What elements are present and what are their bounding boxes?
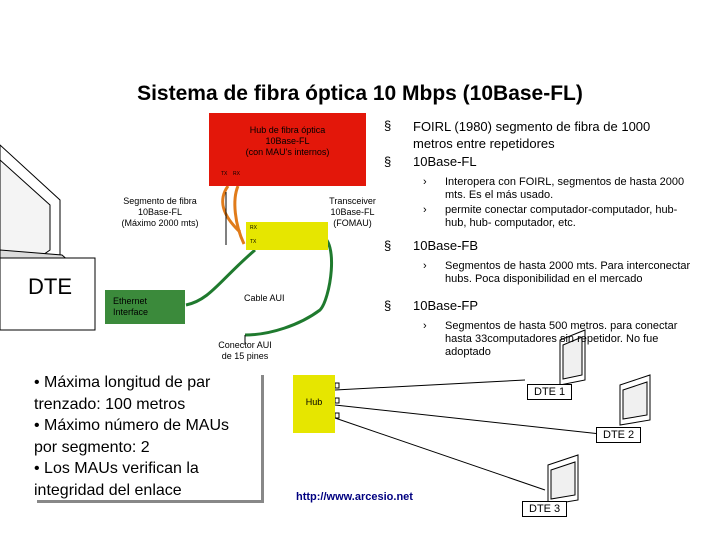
item-text: 10Base-FB xyxy=(413,238,479,253)
dte2-label: DTE 2 xyxy=(596,427,642,443)
connector-label: Conector AUI de 15 pines xyxy=(215,340,275,362)
transceiver-port: TX xyxy=(250,239,257,245)
transceiver-label-line: (FOMAU) xyxy=(333,218,372,228)
connector-label-line: de 15 pines xyxy=(221,351,269,361)
hub-box: Hub xyxy=(293,375,335,433)
transceiver-port: RX xyxy=(250,225,257,231)
link-dte1 xyxy=(334,379,526,391)
item-text: metros entre repetidores xyxy=(413,136,555,151)
page-title: Sistema de fibra óptica 10 Mbps (10Base-… xyxy=(137,82,583,105)
transceiver-box: RX TX xyxy=(246,222,328,250)
link-dte3 xyxy=(334,417,546,491)
dte2-monitor-icon xyxy=(619,374,651,426)
section-bullet-icon: § xyxy=(384,238,392,253)
sub-bullet-icon: › xyxy=(423,260,427,272)
segment-label-line: 10Base-FL xyxy=(137,207,183,217)
hub-label-line: 10Base-FL xyxy=(265,136,310,146)
bullet-panel: • Máxima longitud de par trenzado: 100 m… xyxy=(34,372,261,500)
fiber-line-1 xyxy=(221,185,242,234)
segment-label-line: Segmento de fibra xyxy=(123,196,197,206)
ethernet-interface: Ethernet Interface xyxy=(105,290,185,324)
bullet-line: • Los MAUs verifican la xyxy=(34,460,199,477)
dte-label: DTE xyxy=(28,274,72,299)
bullet-line: por segmento: 2 xyxy=(34,438,150,456)
sub-item-text: Segmentos de hasta 500 metros. para cone… xyxy=(445,320,678,332)
hub-label: Hub xyxy=(305,397,323,407)
sub-item-text: hubs. Poca disponibilidad en el mercado xyxy=(445,273,643,285)
dte-case xyxy=(0,257,96,331)
bullet-line: • Máxima longitud de par xyxy=(34,374,211,391)
segment-label-line: (Máximo 2000 mts) xyxy=(121,218,199,228)
hub-label-line: Hub de fibra óptica xyxy=(249,125,326,135)
item-text: 10Base-FP xyxy=(413,298,479,313)
segment-label: Segmento de fibra 10Base-FL (Máximo 2000… xyxy=(110,196,210,229)
bullet-line: integridad del enlace xyxy=(34,481,182,499)
hub-label-line: (con MAU's internos) xyxy=(245,147,330,157)
section-bullet-icon: § xyxy=(384,154,392,169)
sub-bullet-icon: › xyxy=(423,320,427,332)
bullet-line: trenzado: 100 metros xyxy=(34,395,186,413)
sub-item-text: hub, hub- computador, etc. xyxy=(445,217,576,229)
transceiver-label-line: Transceiver xyxy=(329,196,376,206)
source-url[interactable]: http://www.arcesio.net xyxy=(296,491,413,503)
sub-item-text: hasta 33computadores sin repetidor. No f… xyxy=(445,333,659,345)
item-text: FOIRL (1980) segmento de fibra de 1000 xyxy=(413,119,651,134)
ethernet-label-line: Interface xyxy=(113,307,149,317)
item-text: 10Base-FL xyxy=(413,154,477,169)
dte1-monitor-icon xyxy=(559,329,586,386)
section-bullet-icon: § xyxy=(384,298,392,313)
dte1-label: DTE 1 xyxy=(527,384,573,400)
cable-aui-label: Cable AUI xyxy=(244,293,285,303)
fiber-hub: Hub de fibra óptica 10Base-FL (con MAU's… xyxy=(209,113,366,186)
section-bullet-icon: § xyxy=(384,118,392,133)
dte3-monitor-icon xyxy=(547,454,579,506)
sub-bullet-icon: › xyxy=(423,176,427,188)
ethernet-label-line: Ethernet xyxy=(113,296,148,306)
sub-item-text: adoptado xyxy=(445,346,491,358)
sub-bullet-icon: › xyxy=(423,204,427,216)
hub-port-rx: RX xyxy=(233,171,240,177)
sub-item-text: mts. Es el más usado. xyxy=(445,189,554,201)
connector-label-line: Conector AUI xyxy=(218,340,272,350)
aui-cable xyxy=(185,248,256,307)
features-list: § FOIRL (1980) segmento de fibra de 1000… xyxy=(380,118,710,364)
fiber-line-2 xyxy=(233,185,246,245)
bullet-line: • Máximo número de MAUs xyxy=(34,417,229,434)
transceiver-label: Transceiver 10Base-FL (FOMAU) xyxy=(325,196,380,229)
link-dte2 xyxy=(334,404,611,436)
sub-item-text: permite conectar computador-computador, … xyxy=(445,204,678,216)
dte3-label: DTE 3 xyxy=(522,501,568,517)
hub-port-tx: TX xyxy=(221,171,228,177)
transceiver-label-line: 10Base-FL xyxy=(330,207,375,217)
sub-item-text: Interopera con FOIRL, segmentos de hasta… xyxy=(445,176,685,188)
sub-item-text: Segmentos de hasta 2000 mts. Para interc… xyxy=(445,260,691,272)
